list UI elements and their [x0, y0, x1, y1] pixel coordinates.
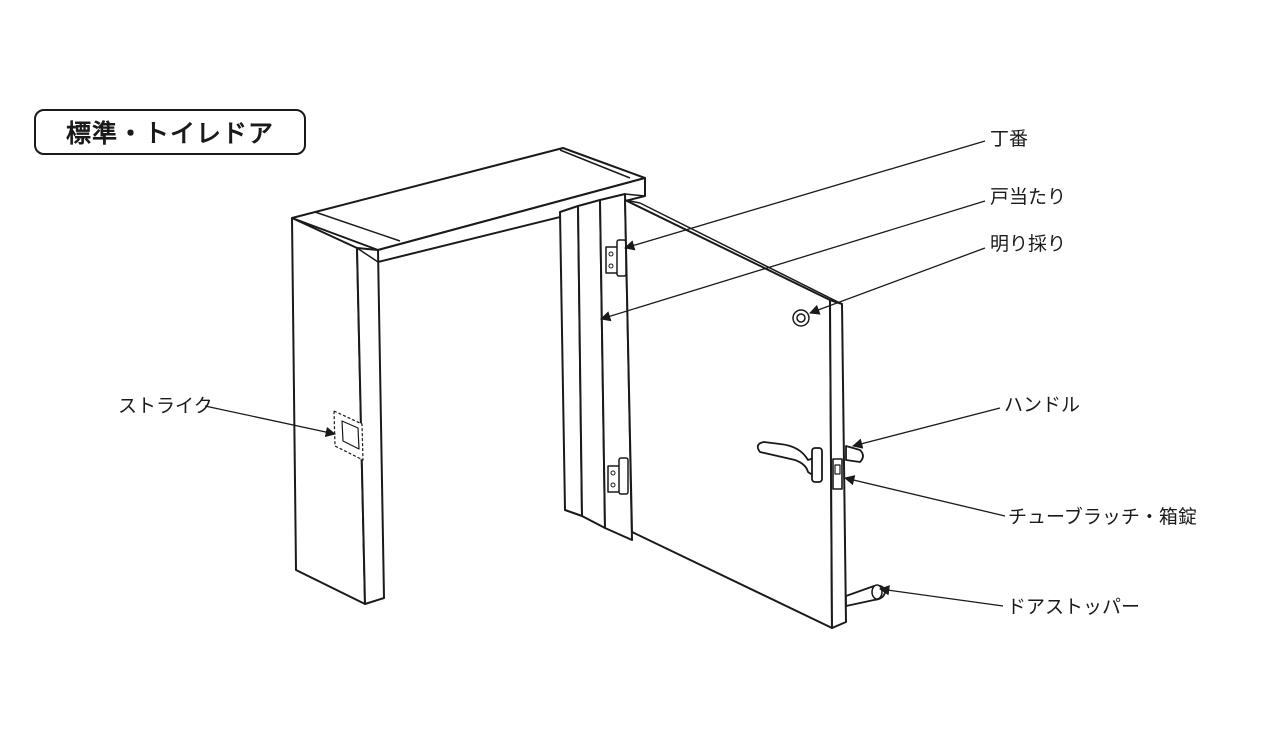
leader-handle: [851, 407, 1001, 449]
left-jamb-side: [356, 247, 385, 605]
door-leaf: [624, 199, 833, 629]
lower-hinge: [607, 465, 621, 493]
leader-door-stopper: [878, 585, 1004, 607]
label-light-cut: 明り採り: [990, 233, 1067, 255]
right-jamb-front: [599, 193, 633, 541]
diagram-title: 標準・トイレドア: [34, 109, 306, 155]
label-handle: ハンドル: [1004, 394, 1081, 416]
strike-plate-inner: [341, 420, 360, 450]
label-door-stopper: ドアストッパー: [1007, 596, 1141, 618]
leader-latch-lock: [843, 475, 1006, 517]
leader-door-stop: [600, 200, 986, 322]
lever-handle: [756, 441, 815, 477]
label-strike: ストライク: [118, 395, 213, 417]
leader-hinge: [624, 140, 986, 251]
left-jamb-front: [291, 217, 366, 605]
leader-light-cut: [809, 247, 986, 315]
label-hinge: 丁番: [990, 128, 1029, 150]
back-lever: [845, 445, 864, 463]
label-latch-lock: チューブラッチ・箱錠: [1008, 506, 1197, 528]
upper-hinge: [605, 246, 619, 274]
label-door-stop: 戸当たり: [990, 186, 1067, 208]
leader-strike: [204, 405, 337, 438]
